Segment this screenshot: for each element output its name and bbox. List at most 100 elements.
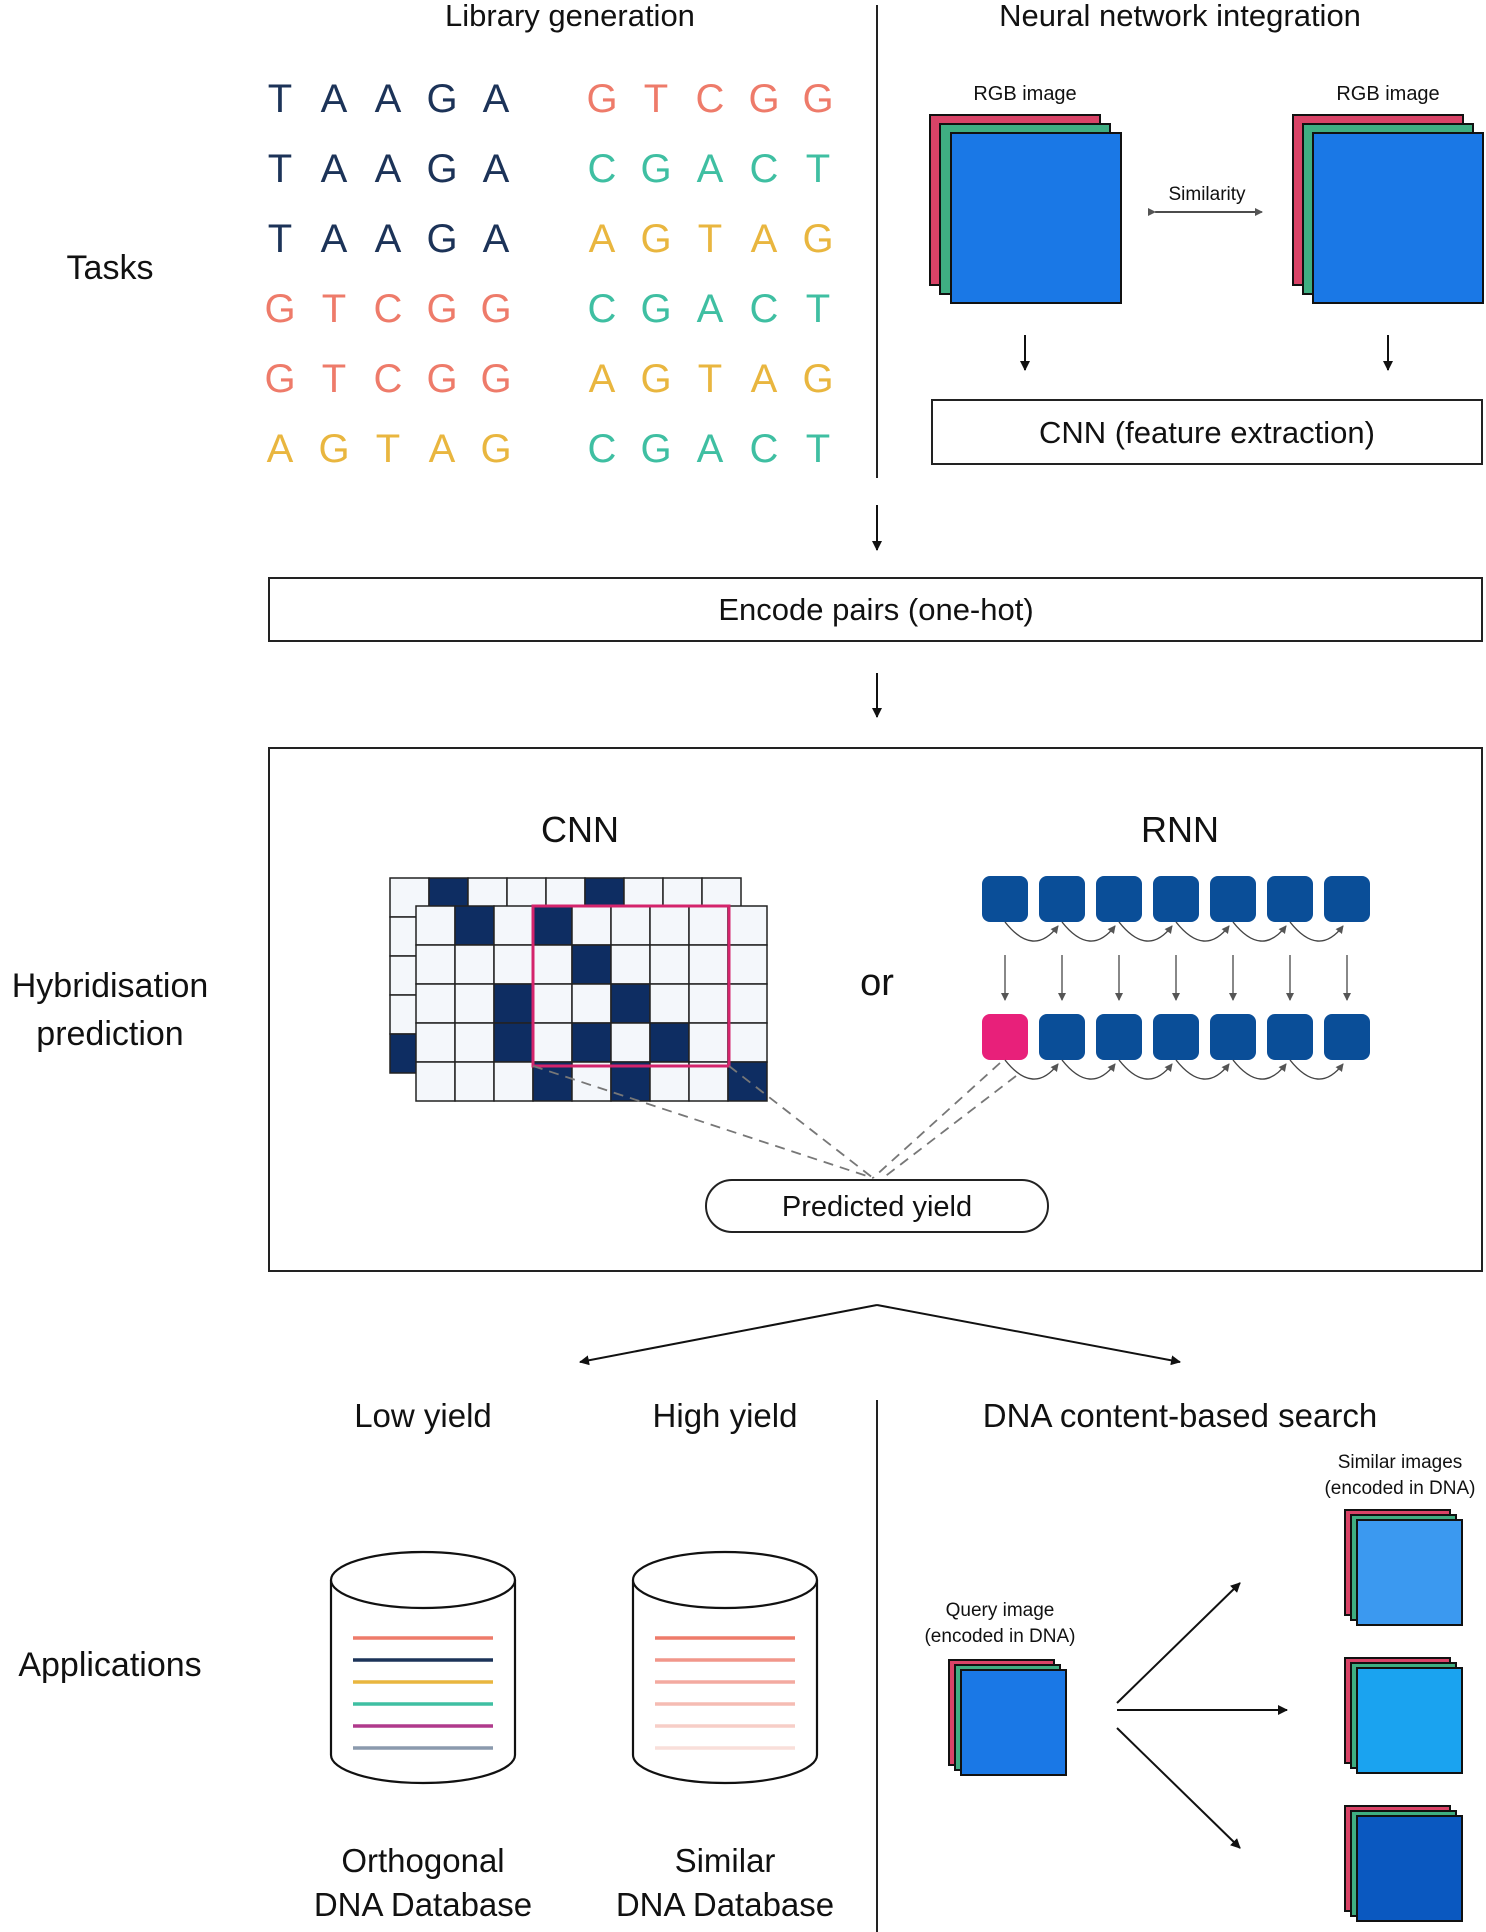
similar-image: [1344, 1509, 1463, 1626]
rnn-recurrent-link: [1004, 921, 1059, 942]
sequence-base: T: [268, 147, 292, 191]
rnn-recurrent-link: [1061, 921, 1116, 942]
similar-image: [1344, 1657, 1463, 1774]
sequence-base: G: [586, 77, 617, 121]
grid-cell: [493, 1061, 534, 1102]
sequence-base: A: [429, 427, 456, 471]
sequence-base: G: [426, 287, 457, 331]
grid-cell: [688, 1022, 729, 1063]
rnn-input-cell: [1210, 876, 1256, 922]
grid-cell: [454, 944, 495, 985]
grid-cell: [688, 944, 729, 985]
dash-rnn-bottom: [882, 1075, 1017, 1179]
rnn-input-cell: [1096, 876, 1142, 922]
sequence-base: A: [321, 217, 348, 261]
header-library-generation: Library generation: [445, 0, 695, 33]
grid-cell: [532, 983, 573, 1024]
sequence-base: G: [640, 147, 671, 191]
sequence-base: A: [483, 77, 510, 121]
rnn-input-cell: [1324, 876, 1370, 922]
row-label-applications: Applications: [18, 1646, 201, 1684]
grid-cell: [688, 905, 729, 946]
grid-cell: [571, 905, 612, 946]
rnn-diagram: [982, 876, 1370, 1080]
rgb-layer-blue: [1312, 132, 1484, 304]
rgb-layer-blue: [1356, 1519, 1463, 1626]
predicted-yield-box: [705, 1179, 1049, 1233]
sequence-base: T: [806, 287, 830, 331]
orthogonal-db-line2: DNA Database: [314, 1886, 532, 1923]
rnn-recurrent-link: [1289, 921, 1344, 942]
grid-cell: [454, 983, 495, 1024]
grid-cell: [454, 905, 495, 946]
grid-cell: [532, 1022, 573, 1063]
grid-cell: [610, 1022, 651, 1063]
rnn-input-cell: [1267, 876, 1313, 922]
sequence-base: A: [267, 427, 294, 471]
grid-cell: [688, 1061, 729, 1102]
arrow-branch-right: [876, 1304, 1181, 1366]
rnn-recurrent-link: [1175, 921, 1230, 942]
rnn-output-cell: [1039, 1014, 1085, 1060]
grid-cell: [571, 983, 612, 1024]
query-image: [948, 1659, 1067, 1776]
rnn-recurrent-link: [1289, 1059, 1344, 1080]
grid-cell: [493, 905, 534, 946]
grid-cell: [454, 1061, 495, 1102]
orthogonal-db-line1: Orthogonal: [341, 1842, 504, 1879]
sequence-base: T: [268, 77, 292, 121]
sequence-base: C: [696, 77, 725, 121]
grid-cell: [727, 1022, 768, 1063]
rnn-recurrent-link: [1118, 1059, 1173, 1080]
grid-cell: [571, 1061, 612, 1102]
grid-cell: [610, 905, 651, 946]
sequence-base: G: [640, 427, 671, 471]
dna-search-header: DNA content-based search: [983, 1397, 1377, 1434]
rnn-recurrent-link: [1232, 921, 1287, 942]
sequence-base: G: [748, 77, 779, 121]
sequence-base: A: [697, 287, 724, 331]
sequence-base: G: [426, 77, 457, 121]
arrow-query-to-similar-1: [1116, 1582, 1241, 1704]
rnn-recurrent-link: [1175, 1059, 1230, 1080]
row-label-tasks: Tasks: [67, 249, 154, 287]
rgb-layer-blue: [950, 132, 1122, 304]
arrow-query-to-similar-3: [1116, 1727, 1241, 1849]
sequence-base: T: [806, 147, 830, 191]
rnn-output-cell: [1210, 1014, 1256, 1060]
sequence-base: C: [750, 287, 779, 331]
grid-cell: [454, 1022, 495, 1063]
similar-database-icon: [631, 1550, 819, 1785]
sequence-base: C: [374, 357, 403, 401]
grid-cell: [532, 905, 573, 946]
rnn-output-cell: [1267, 1014, 1313, 1060]
rnn-output-cell: [982, 1014, 1028, 1060]
rgb-image-left: [929, 114, 1122, 304]
sequence-base: G: [480, 357, 511, 401]
low-yield-label: Low yield: [354, 1397, 492, 1434]
sequence-base: G: [802, 217, 833, 261]
sequence-base: T: [806, 427, 830, 471]
sequence-base: A: [483, 217, 510, 261]
grid-cell: [688, 983, 729, 1024]
row-label-hybridisation: Hybridisation: [12, 967, 209, 1005]
similar-image: [1344, 1805, 1463, 1922]
database-top: [329, 1550, 517, 1610]
rgb-layer-blue: [1356, 1667, 1463, 1774]
rnn-recurrent-link: [1118, 921, 1173, 942]
sequence-base: G: [426, 147, 457, 191]
or-label: or: [860, 962, 894, 1004]
sequence-base: G: [426, 357, 457, 401]
sequence-base: A: [375, 217, 402, 261]
rgb-layer-blue: [960, 1669, 1067, 1776]
sequence-base: C: [750, 147, 779, 191]
sequence-base: G: [640, 217, 671, 261]
cnn-feature-box: [931, 399, 1483, 465]
grid-cell: [571, 944, 612, 985]
sequence-base: G: [640, 287, 671, 331]
similarity-label: Similarity: [1168, 184, 1246, 205]
grid-cell: [415, 905, 456, 946]
sequence-base: T: [698, 357, 722, 401]
sequence-base: G: [318, 427, 349, 471]
